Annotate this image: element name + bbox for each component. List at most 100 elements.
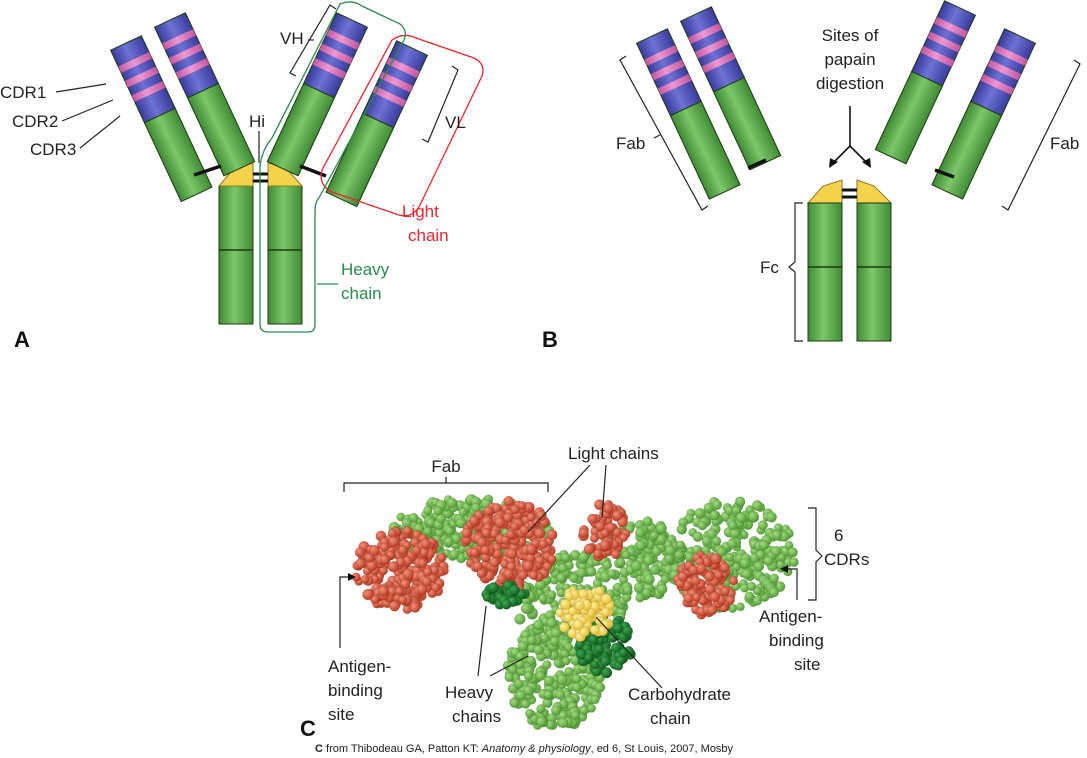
- atom-sphere: [536, 704, 546, 714]
- atom-sphere: [480, 545, 491, 556]
- atom-sphere: [735, 512, 747, 524]
- atom-sphere: [705, 584, 716, 595]
- atom-sphere: [520, 699, 531, 709]
- atom-sphere: [589, 624, 600, 635]
- atom-sphere: [590, 694, 600, 705]
- atom-sphere: [519, 525, 530, 536]
- atom-sphere: [635, 540, 646, 551]
- atom-sphere: [546, 617, 558, 629]
- atom-sphere: [692, 592, 702, 602]
- atom-sphere: [635, 527, 646, 538]
- atom-sphere: [397, 545, 408, 555]
- light-chain-left: [109, 35, 213, 203]
- heavy-chain-stem-right: [267, 185, 303, 325]
- atom-sphere: [612, 510, 623, 521]
- fab-bracket-right: [1001, 59, 1081, 211]
- atom-sphere: [677, 571, 688, 582]
- atom-sphere: [606, 522, 616, 533]
- atom-sphere: [449, 549, 460, 560]
- atom-sphere: [506, 529, 516, 540]
- atom-sphere: [630, 560, 643, 572]
- atom-sphere: [683, 593, 694, 604]
- atom-sphere: [602, 560, 613, 570]
- fab-bracket-left: [619, 55, 709, 211]
- atom-sphere: [618, 647, 629, 658]
- atom-sphere: [735, 496, 746, 507]
- atom-sphere: [528, 570, 539, 580]
- fab-right-label: Fab: [1050, 134, 1079, 153]
- atom-sphere: [550, 705, 562, 716]
- atom-sphere: [599, 539, 611, 551]
- atom-sphere: [694, 507, 706, 519]
- atom-sphere: [461, 527, 472, 539]
- atom-sphere: [641, 588, 652, 598]
- atom-sphere: [571, 682, 583, 693]
- atom-sphere: [556, 674, 568, 686]
- atom-sphere: [509, 584, 520, 596]
- atom-sphere: [431, 583, 441, 593]
- atom-sphere: [578, 551, 589, 563]
- atom-sphere: [423, 526, 433, 536]
- atom-sphere: [711, 536, 722, 546]
- heavy-chain-fab-right: [266, 12, 369, 177]
- space-filling-model: [351, 494, 799, 731]
- heavy-chains-label-1: Heavy: [445, 683, 494, 702]
- atom-sphere: [707, 605, 718, 616]
- atom-sphere: [481, 528, 492, 538]
- atom-sphere: [752, 586, 762, 596]
- atom-sphere: [649, 530, 659, 540]
- atom-sphere: [725, 552, 735, 562]
- atom-sphere: [524, 708, 535, 718]
- atom-sphere: [696, 563, 707, 574]
- atom-sphere: [520, 603, 532, 615]
- heavy-chains-label-2: chains: [452, 707, 501, 726]
- atom-sphere: [402, 568, 414, 580]
- atom-sphere: [616, 557, 626, 567]
- vh-label: VH: [280, 29, 304, 48]
- atom-sphere: [387, 561, 400, 573]
- atom-sphere: [613, 623, 624, 634]
- atom-sphere: [714, 570, 724, 580]
- atom-sphere: [594, 586, 605, 596]
- atom-sphere: [751, 500, 763, 511]
- atom-sphere: [540, 633, 550, 643]
- atom-sphere: [360, 574, 370, 584]
- atom-sphere: [763, 556, 774, 567]
- vl-bracket: [421, 65, 459, 143]
- hinge-region-left: [217, 162, 254, 187]
- light-heavy-bond-left: [193, 164, 222, 177]
- atom-sphere: [533, 644, 544, 656]
- atom-sphere: [364, 552, 375, 563]
- atom-sphere: [612, 527, 622, 537]
- atom-sphere: [538, 593, 548, 603]
- atom-sphere: [664, 553, 675, 564]
- atom-sphere: [769, 573, 780, 584]
- atom-sphere: [587, 703, 597, 713]
- atom-sphere: [362, 588, 374, 601]
- vh-bracket: [289, 4, 337, 77]
- atom-sphere: [503, 495, 515, 507]
- cdrs-label-2: CDRs: [824, 550, 869, 569]
- atom-sphere: [402, 525, 413, 536]
- atom-sphere: [744, 591, 755, 601]
- atom-sphere: [649, 564, 661, 576]
- atom-sphere: [379, 542, 390, 552]
- atom-sphere: [602, 503, 614, 514]
- atom-sphere: [446, 497, 458, 509]
- atom-sphere: [727, 520, 738, 531]
- atom-sphere: [523, 671, 534, 681]
- papain-arrows: [829, 106, 871, 168]
- atom-sphere: [500, 535, 511, 545]
- atom-sphere: [513, 678, 524, 689]
- atom-sphere: [420, 538, 431, 550]
- atom-sphere: [728, 576, 739, 586]
- atom-sphere: [755, 549, 766, 560]
- atom-sphere: [741, 568, 753, 580]
- atom-sphere: [542, 561, 552, 571]
- atom-sphere: [444, 536, 454, 547]
- atom-sphere: [746, 581, 757, 592]
- atom-sphere: [574, 600, 585, 611]
- light-chains-label: Light chains: [568, 444, 659, 463]
- atom-sphere: [517, 640, 529, 652]
